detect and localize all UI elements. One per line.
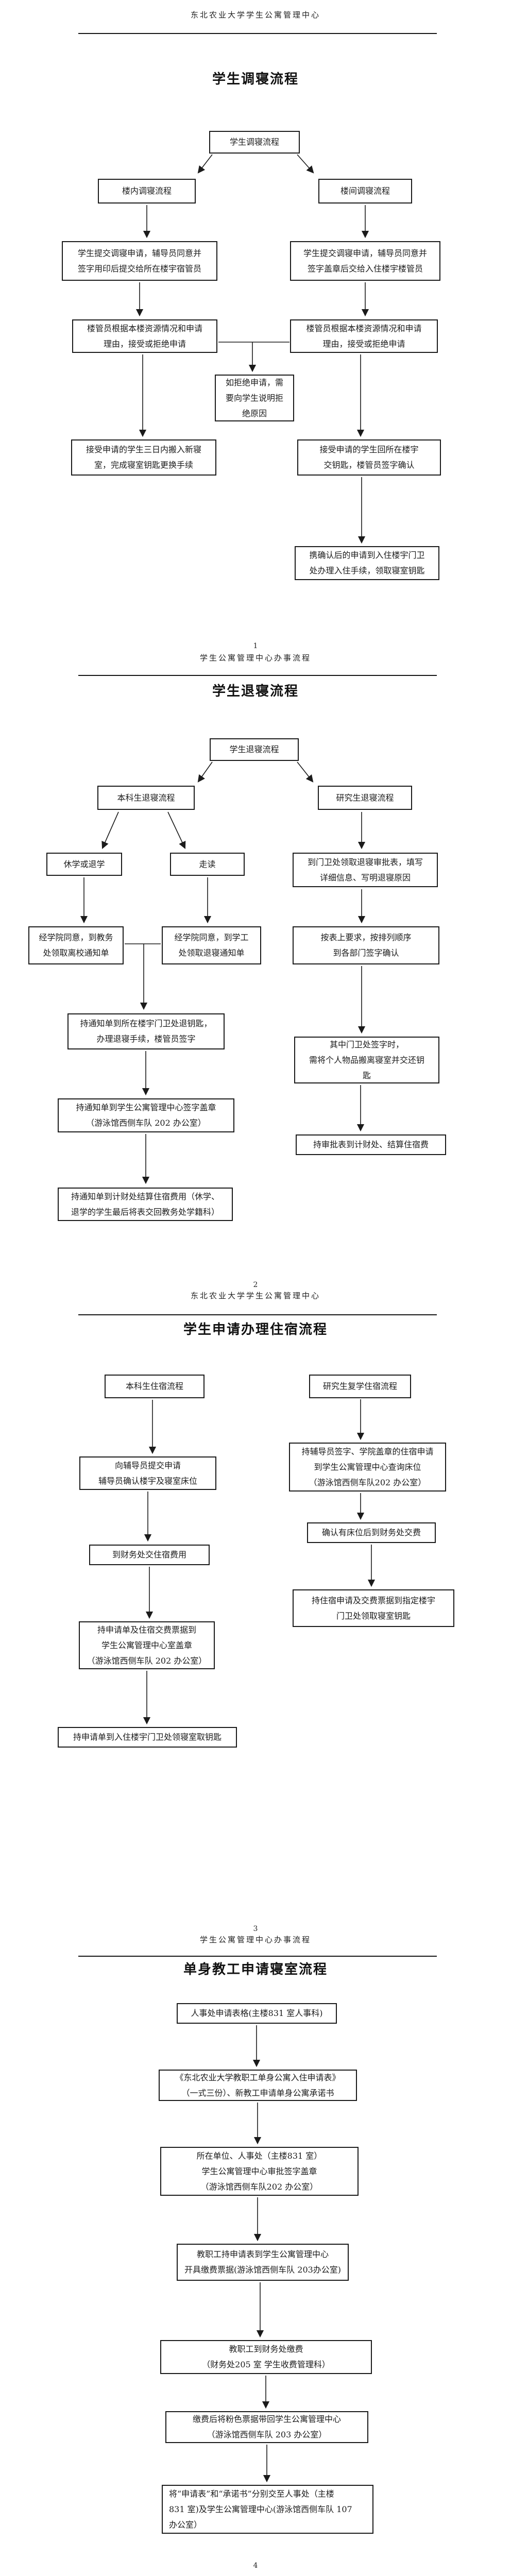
flow-node: 本科生住宿流程 [105, 1375, 205, 1398]
flow-node: 楼管员根据本楼资源情况和申请 理由，接受或拒绝申请 [290, 319, 438, 353]
flow-node: 确认有床位后到财务处交费 [307, 1522, 436, 1543]
flow-node: 向辅导员提交申请 辅导员确认楼宇及寝室床位 [79, 1456, 216, 1490]
page-header: 东北农业大学学生公寓管理中心 [190, 10, 320, 20]
flow-node: 经学院同意，到教务 处领取离校通知单 [28, 926, 124, 964]
flow-node: 教职工到财务处缴费 （财务处205 室 学生收费管理科） [160, 2340, 372, 2374]
page-title: 单身教工申请寝室流程 [183, 1962, 328, 1977]
header-rule [78, 1314, 437, 1315]
flow-node: 研究生退寝流程 [318, 786, 412, 810]
flow-node: 楼内调寝流程 [98, 179, 196, 204]
flow-node: 所在单位、人事处（主楼831 室） 学生公寓管理中心审批签字盖章 （游泳馆西侧车… [160, 2147, 359, 2196]
flow-node: 学生退寝流程 [210, 738, 299, 761]
page-header: 学生公寓管理中心办事流程 [199, 1935, 311, 1944]
flow-node: 到门卫处领取退寝审批表，填写 详细信息、写明退寝原因 [293, 853, 438, 887]
flow-node: 本科生退寝流程 [97, 786, 195, 810]
flow-node: 按表上要求，按排列顺序 到各部门签字确认 [293, 926, 439, 964]
flow-node: 到财务处交住宿费用 [89, 1545, 210, 1565]
page-header: 东北农业大学学生公寓管理中心 [190, 1291, 320, 1300]
flow-node: 楼管员根据本楼资源情况和申请 理由，接受或拒绝申请 [72, 319, 217, 353]
page-header: 学生公寓管理中心办事流程 [199, 653, 311, 663]
flow-node: 研究生复学住宿流程 [309, 1375, 411, 1398]
page-number: 3 [253, 1925, 258, 1933]
flow-node: 持住宿申请及交费票据到指定楼宇 门卫处领取寝室钥匙 [293, 1589, 454, 1627]
flow-node: 教职工持申请表到学生公寓管理中心 开具缴费票据(游泳馆西侧车队 203办公室) [177, 2244, 349, 2281]
flow-node: 其中门卫处签字时， 需将个人物品搬离寝室并交还钥 匙 [294, 1037, 439, 1083]
flow-node: 学生提交调寝申请，辅导员同意并 签字盖章后交给入住楼宇楼管员 [290, 241, 440, 281]
flow-node: 休学或退学 [46, 853, 122, 876]
flow-node: 学生提交调寝申请，辅导员同意并 签字用印后提交给所在楼宇宿管员 [62, 241, 217, 281]
flow-node: 持通知单到学生公寓管理中心签字盖章 （游泳馆西侧车队 202 办公室） [58, 1098, 234, 1132]
header-rule [78, 675, 437, 676]
page-title: 学生退寝流程 [212, 684, 299, 699]
flow-node: 持通知单到所在楼宇门卫处退钥匙， 办理退寝手续，楼管员签字 [67, 1013, 225, 1049]
flow-node: 接受申请的学生三日内搬入新寝 室，完成寝室钥匙更换手续 [71, 439, 216, 476]
flow-node: 持审批表到计财处、结算住宿费 [296, 1134, 446, 1155]
flow-node: 持申请单到入住楼宇门卫处领寝室取钥匙 [58, 1727, 237, 1748]
page-number: 4 [253, 2562, 258, 2570]
flow-node: 持申请单及住宿交费票据到 学生公寓管理中心室盖章 （游泳馆西侧车队 202 办公… [79, 1621, 215, 1669]
flow-node: 走读 [170, 853, 245, 876]
flow-node: 人事处申请表格(主楼831 室人事科) [177, 2003, 337, 2024]
flow-node: 经学院同意，到学工 处领取退寝通知单 [162, 926, 261, 964]
flow-node: 持通知单到计财处结算住宿费用（休学、 退学的学生最后将表交回教务处学籍科） [58, 1188, 233, 1221]
flow-node: 将“申请表”和“承诺书”分别交至人事处（主楼 831 室)及学生公寓管理中心(游… [162, 2485, 373, 2534]
flow-node: 楼间调寝流程 [318, 179, 412, 204]
flow-node: 《东北农业大学教职工单身公寓入住申请表》 （一式三份）、新教工申请单身公寓承诺书 [159, 2070, 357, 2101]
page-number: 2 [253, 1281, 258, 1289]
flow-node: 缴费后将粉色票据带回学生公寓管理中心 （游泳馆西侧车队 203 办公室） [165, 2411, 368, 2443]
header-rule [78, 33, 437, 34]
flow-node: 学生调寝流程 [209, 131, 300, 154]
flow-node: 接受申请的学生回所在楼宇 交钥匙，楼管员签字确认 [297, 439, 441, 476]
page-title: 学生申请办理住宿流程 [183, 1322, 328, 1337]
flow-node: 持辅导员签字、学院盖章的住宿申请 到学生公寓管理中心查询床位 （游泳馆西侧车队2… [289, 1443, 446, 1492]
header-rule [78, 1956, 437, 1957]
flow-node: 携确认后的申请到入住楼宇门卫 处办理入住手续，领取寝室钥匙 [295, 546, 439, 580]
page-title: 学生调寝流程 [212, 72, 299, 87]
flow-node: 如拒绝申请，需 要向学生说明拒 绝原因 [215, 375, 294, 421]
page-number: 1 [253, 642, 258, 650]
